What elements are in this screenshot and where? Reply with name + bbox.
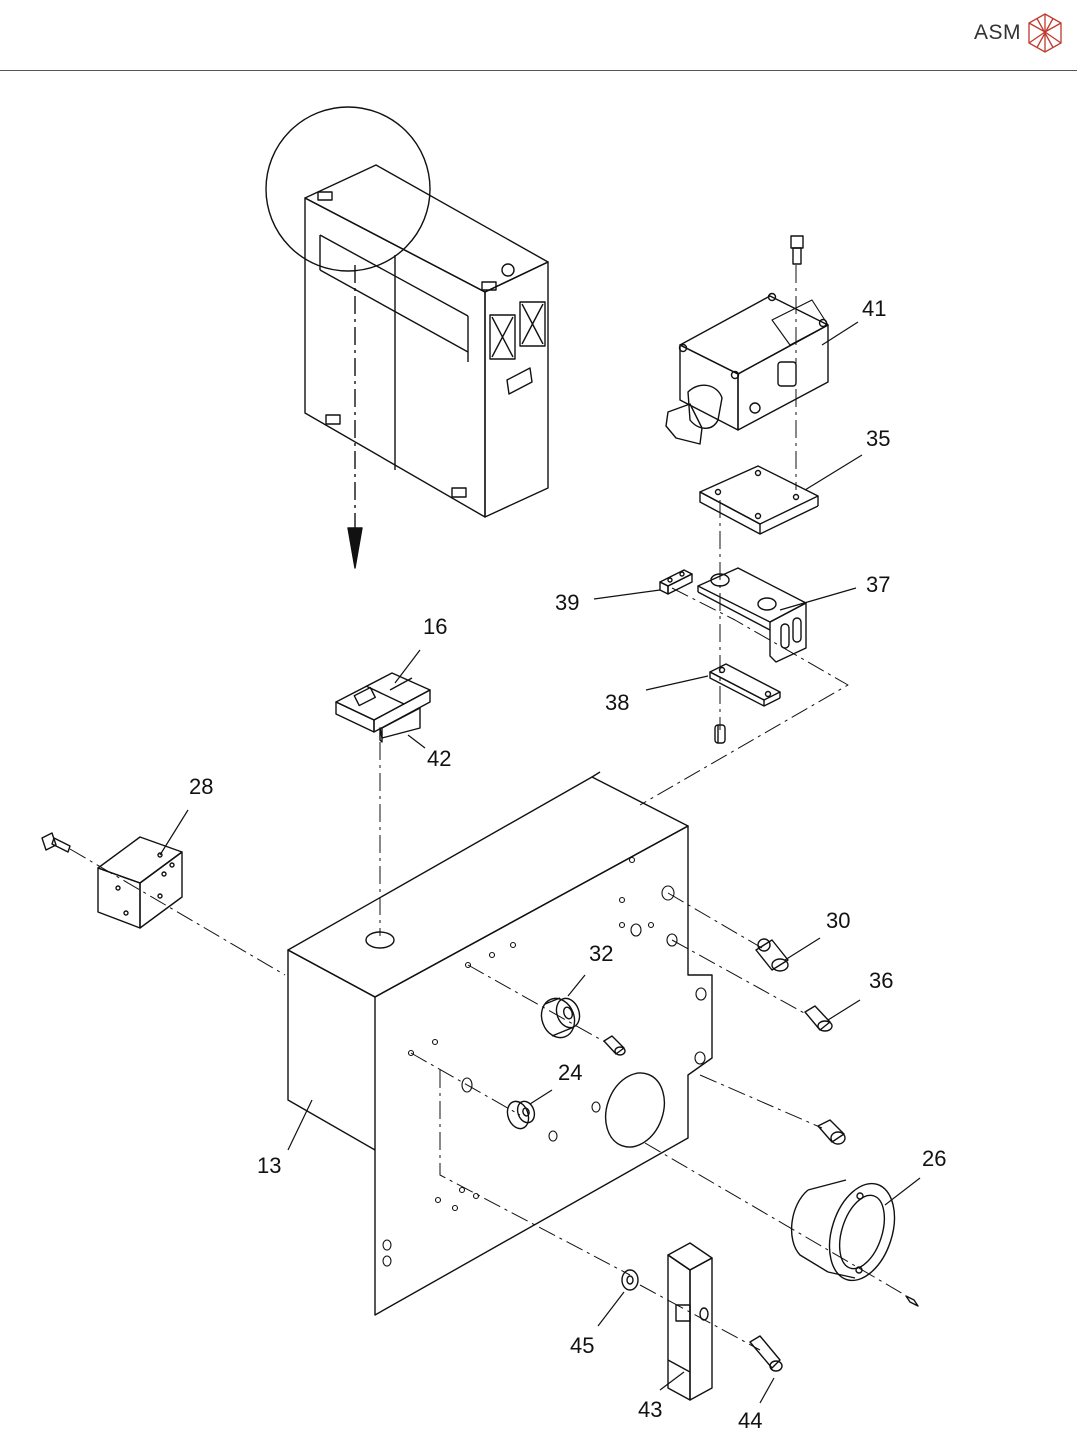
callout-24: 24 — [558, 1060, 582, 1085]
part-26-flange — [792, 1175, 906, 1289]
part-35-plate — [700, 466, 818, 534]
plate-screw — [818, 1120, 845, 1144]
part-24-grommet — [504, 1098, 537, 1131]
part-43-block — [668, 1243, 712, 1400]
assembly-center-lines — [70, 265, 905, 1350]
callout-44: 44 — [738, 1408, 762, 1433]
part-37-angle-bracket — [698, 568, 806, 662]
callout-28: 28 — [189, 774, 213, 799]
part-41-housing — [666, 236, 828, 444]
part-44-screw — [750, 1336, 782, 1371]
callout-36: 36 — [869, 968, 893, 993]
part-32-roller — [536, 994, 583, 1043]
callout-37: 37 — [866, 572, 890, 597]
callout-13: 13 — [257, 1153, 281, 1178]
callout-38: 38 — [605, 690, 629, 715]
callout-41: 41 — [862, 296, 886, 321]
overview-cabinet — [266, 107, 548, 535]
callout-39: 39 — [555, 590, 579, 615]
part-26-screw — [906, 1296, 918, 1306]
part-36-screw — [805, 1006, 832, 1031]
part-30-pin — [756, 939, 788, 971]
detail-circle — [266, 107, 430, 271]
callout-30: 30 — [826, 908, 850, 933]
callout-35: 35 — [866, 426, 890, 451]
part-16-42-switch — [336, 673, 430, 742]
callout-43: 43 — [638, 1397, 662, 1422]
callout-32: 32 — [589, 941, 613, 966]
view-arrow-head — [348, 528, 362, 568]
callout-16: 16 — [423, 614, 447, 639]
part-13-bracket — [288, 772, 712, 1315]
callout-labels: 41 35 37 39 38 16 42 28 30 36 32 24 26 1… — [189, 296, 946, 1433]
part-28-block — [98, 837, 182, 928]
part-32-screw — [604, 1036, 625, 1055]
part-28-screw — [42, 833, 70, 852]
part-45-bushing — [622, 1270, 638, 1290]
callout-42: 42 — [427, 746, 451, 771]
callout-26: 26 — [922, 1146, 946, 1171]
callout-leaders — [160, 322, 920, 1403]
callout-45: 45 — [570, 1333, 594, 1358]
